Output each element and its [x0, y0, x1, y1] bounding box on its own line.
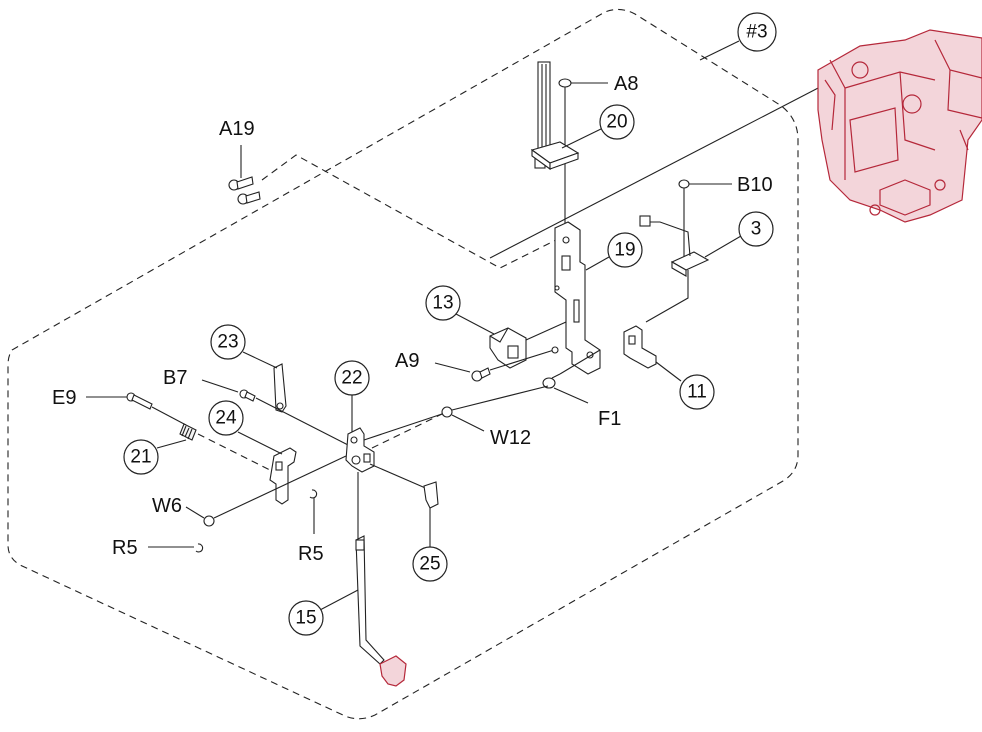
svg-text:3: 3 [751, 219, 762, 240]
a9-leader [434, 362, 471, 373]
svg-text:25: 25 [419, 554, 440, 575]
f1-axis-line [559, 349, 601, 375]
label-r5-center: R5 [298, 543, 324, 565]
callout-3: 3 [738, 211, 774, 247]
label-a8: A8 [614, 73, 638, 95]
part-19-bracket [554, 221, 601, 375]
label-b7: B7 [163, 367, 187, 389]
label-r5-left: R5 [112, 537, 138, 559]
screw-a9 [471, 367, 491, 382]
w6-axis-line [213, 455, 347, 519]
part-3-sensor [639, 215, 710, 277]
part-20-board [530, 141, 580, 171]
svg-text:19: 19 [614, 240, 635, 261]
part-15-arm [355, 535, 385, 665]
c3-leader [704, 235, 742, 258]
screw-f1 [542, 373, 561, 389]
part-21-spring [179, 423, 197, 441]
a19-dashline [261, 154, 561, 269]
c13-leader [455, 313, 495, 335]
screw-b10 [678, 179, 690, 200]
b7-axis-line [255, 397, 351, 447]
b7-leader [201, 379, 239, 393]
part-23-lever [273, 363, 287, 413]
screw-a8 [558, 78, 572, 100]
svg-text:22: 22 [341, 368, 362, 389]
pin-e9 [126, 392, 153, 410]
label-b10: B10 [737, 174, 773, 196]
a9-axis-line [489, 349, 555, 371]
label-w12: W12 [490, 427, 531, 449]
w12-leader [451, 414, 485, 432]
part3-axis-line [645, 270, 689, 323]
frame-leader [489, 85, 823, 259]
part-22-hinge [345, 427, 375, 473]
c19-leader [585, 256, 610, 271]
callout-20: 20 [599, 104, 635, 140]
part-24-plate [269, 447, 297, 505]
callout-13: 13 [425, 285, 461, 321]
part-25-clip [423, 481, 439, 509]
svg-text:11: 11 [687, 382, 707, 403]
svg-text:23: 23 [217, 332, 238, 353]
group-label: #3 [746, 22, 767, 43]
part-13-block [489, 327, 527, 369]
callout-19: 19 [607, 232, 643, 268]
c11-leader [655, 361, 682, 382]
washer-w6 [203, 515, 215, 527]
washer-w12 [441, 406, 453, 418]
callout-22: 22 [334, 360, 370, 396]
ring-r5-left [195, 543, 204, 553]
nut-small [551, 346, 559, 354]
svg-text:24: 24 [215, 408, 237, 429]
group-leader [699, 40, 740, 61]
e9-axis-line [151, 406, 187, 426]
callout-15: 15 [288, 600, 324, 636]
c15-leader [319, 589, 359, 611]
callout-25: 25 [412, 546, 448, 582]
callout-24: 24 [208, 400, 244, 436]
w12-dashline [371, 413, 443, 449]
label-e9: E9 [52, 387, 76, 409]
svg-text:20: 20 [606, 112, 627, 133]
hinge-axis-line [363, 413, 443, 441]
w6-leader [185, 506, 205, 519]
svg-text:13: 13 [432, 293, 453, 314]
f1-leader [553, 387, 589, 404]
label-a19: A19 [219, 118, 255, 140]
screw-b7 [239, 389, 256, 402]
callout-23: 23 [210, 324, 246, 360]
callout-11: 11 [679, 374, 715, 410]
label-w6: W6 [152, 495, 182, 517]
screws-a19 [228, 176, 261, 205]
label-f1: F1 [598, 408, 621, 430]
main-frame-part [817, 29, 982, 223]
part13-axis-line [525, 321, 567, 341]
part-11-clamp [623, 325, 657, 369]
spring-dashline [197, 433, 271, 471]
assembly-boundary [7, 8, 799, 720]
svg-text:21: 21 [130, 447, 151, 468]
hinge-to-25-line [369, 463, 431, 491]
ring-r5-center [309, 489, 318, 499]
c23-leader [242, 351, 278, 369]
knob-part [379, 655, 407, 687]
c24-leader [237, 431, 283, 455]
label-a9: A9 [395, 350, 419, 372]
svg-text:15: 15 [295, 608, 316, 629]
c20-leader [561, 127, 604, 149]
w12-axis-line [451, 385, 549, 411]
c21-leader [156, 439, 187, 449]
callout-21: 21 [123, 439, 159, 475]
group-label-badge: #3 [737, 12, 777, 52]
